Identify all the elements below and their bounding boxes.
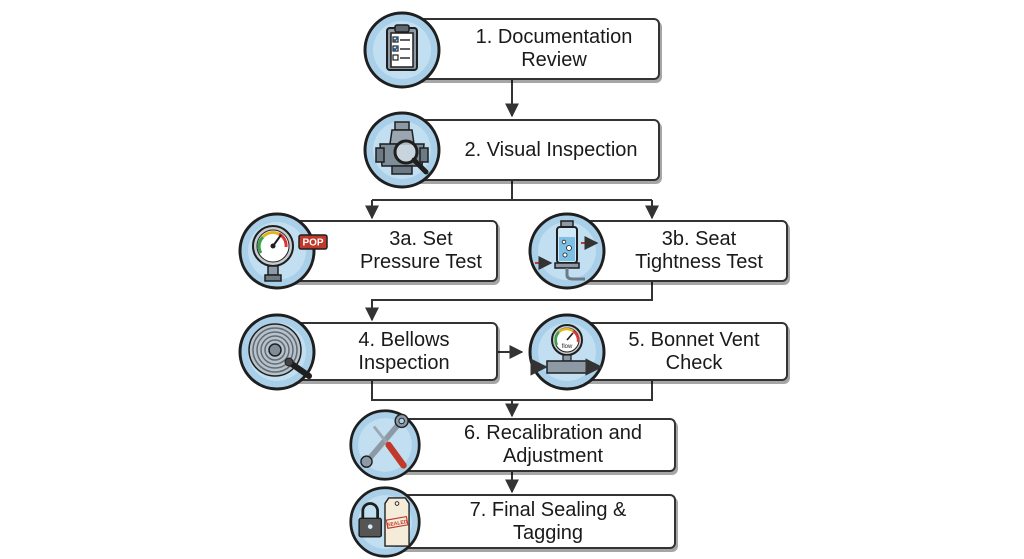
flow-gauge-text: flow [562,344,573,350]
step-visual-inspection: 2. Visual Inspection [402,119,660,181]
valve-magnifier-icon [363,111,441,189]
sealed-stamp-text: SEALED [387,519,409,529]
tools-icon [349,409,421,481]
clipboard-checklist-icon [363,11,441,89]
bubble-tester-icon [528,212,606,290]
connector-2-split [372,181,652,201]
connector-4-5-merge [371,381,653,401]
lock-tag-icon: SEALED [349,486,421,558]
step-final-sealing-tagging: 7. Final Sealing & Tagging [378,494,676,549]
step-documentation-review: 1. Documentation Review [402,18,660,80]
pressure-gauge-icon: POP [238,212,328,290]
arrow-3b-to-4 [365,282,653,322]
bellows-coil-icon [238,313,316,391]
pop-tag-text: POP [302,238,323,249]
step-recalibration-adjustment: 6. Recalibration and Adjustment [378,418,676,472]
flow-gauge-icon: flow [528,313,606,391]
